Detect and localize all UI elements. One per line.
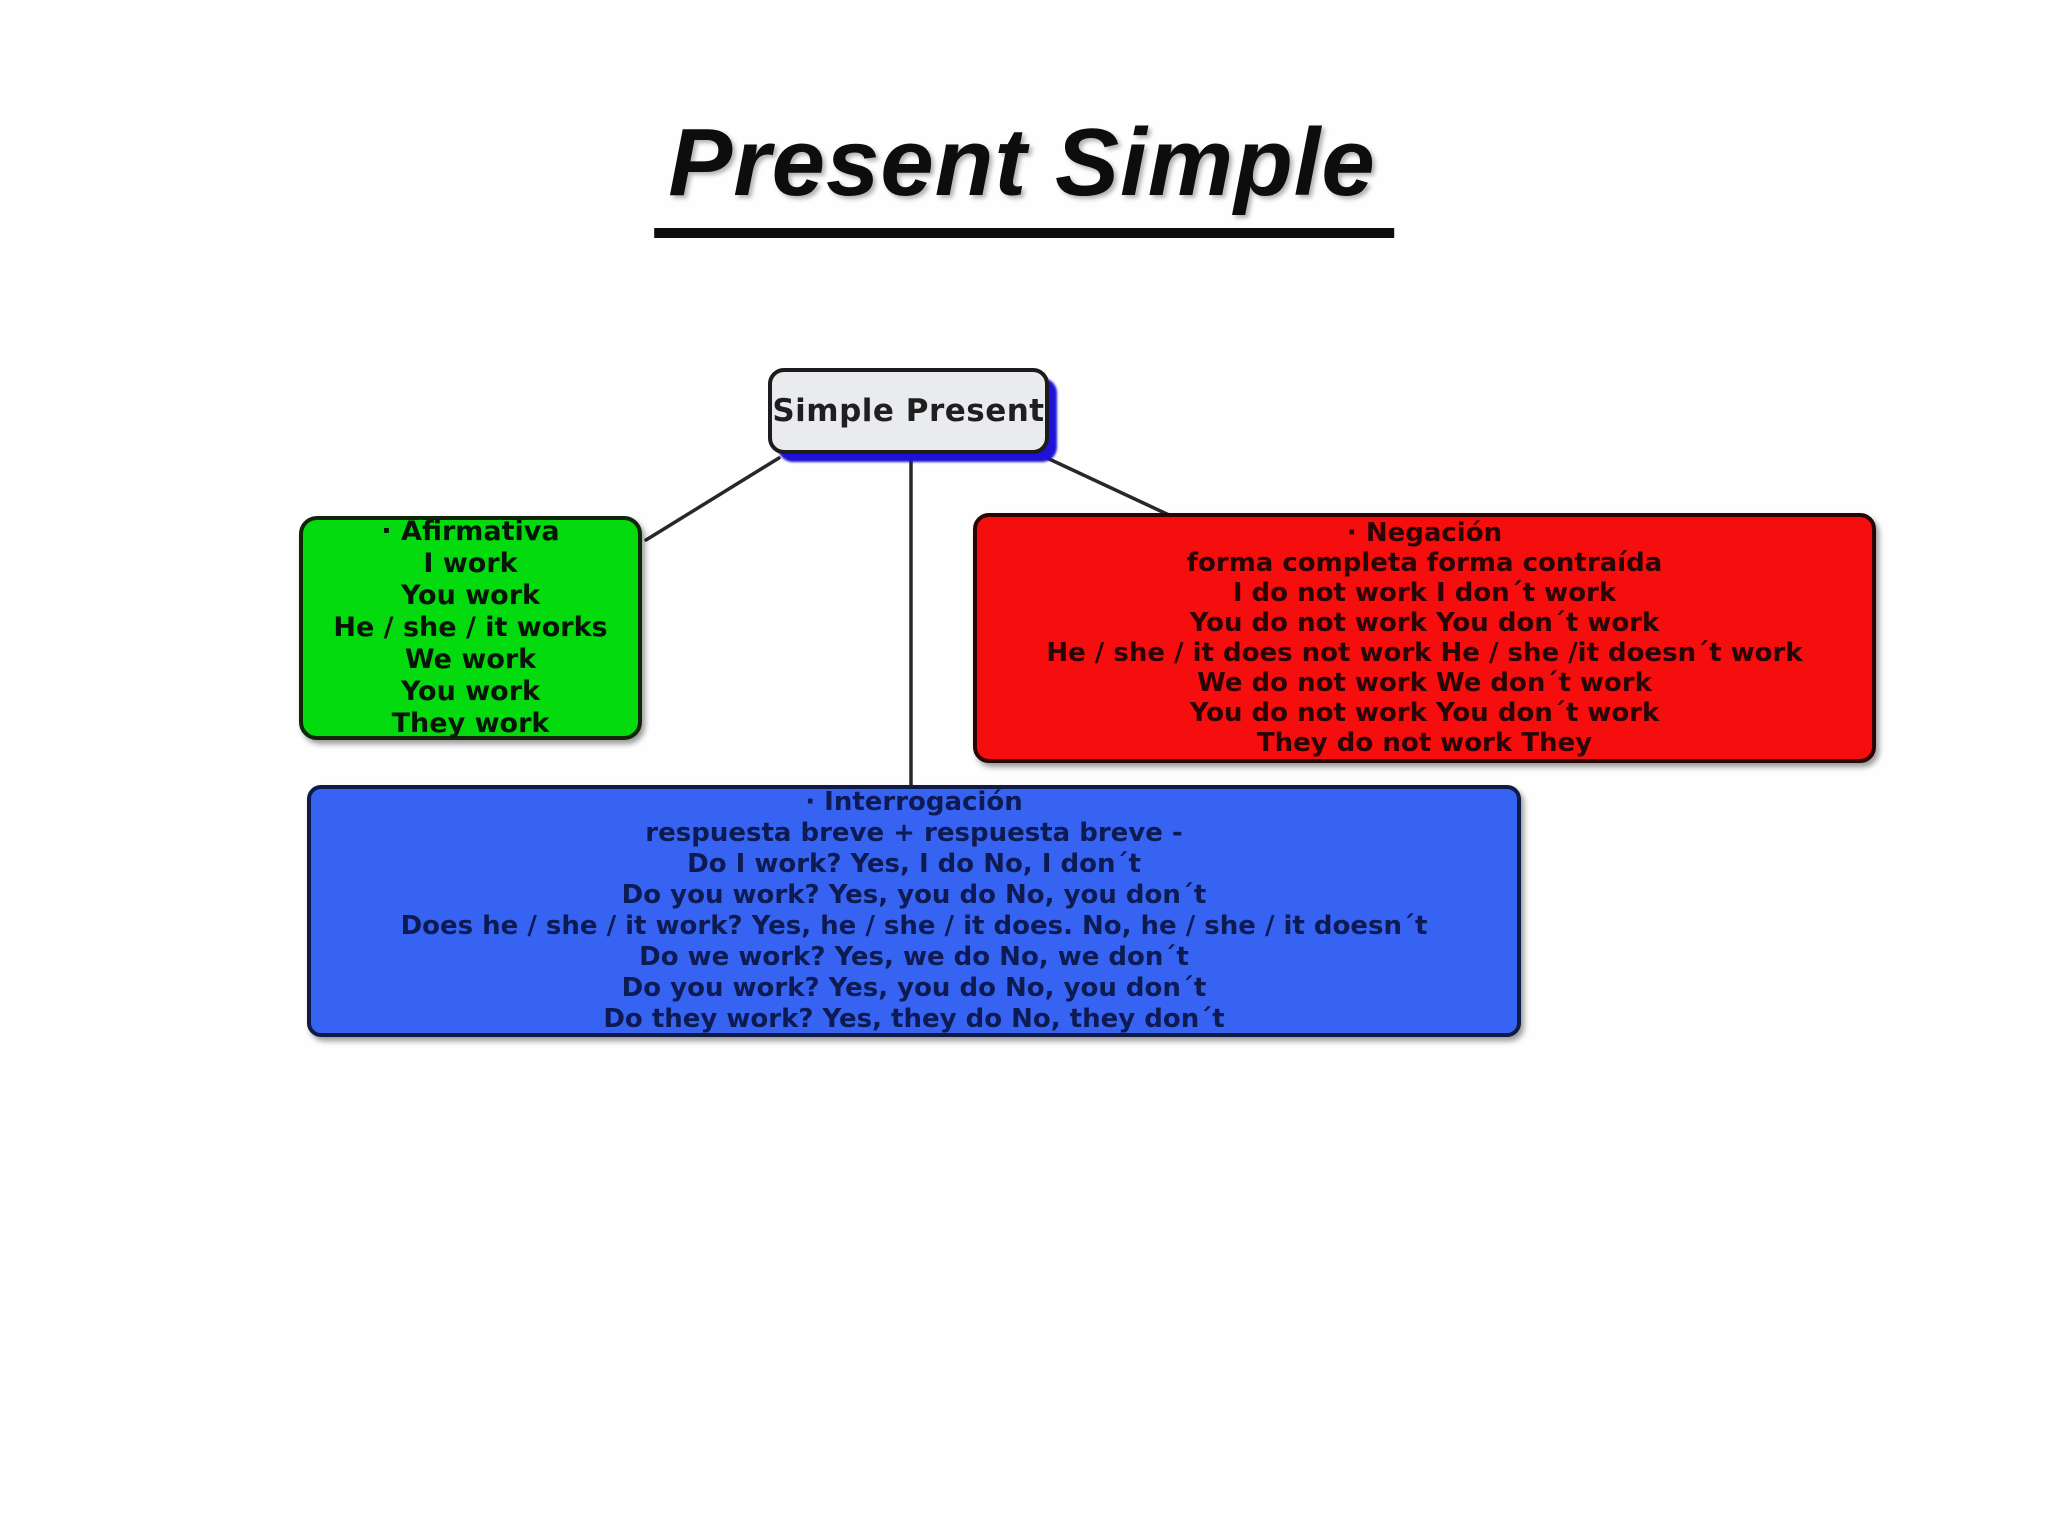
text-line: They do not work They [1256, 728, 1593, 758]
page-title: Present Simple [654, 108, 1394, 238]
node-interrogacion: · Interrogación respuesta breve + respue… [307, 785, 1521, 1037]
text-line: Do you work? Yes, you do No, you don´t [621, 880, 1207, 910]
node-afirmativa: · Afirmativa I work You work He / she / … [299, 516, 642, 740]
text-line: Do you work? Yes, you do No, you don´t [621, 973, 1207, 1003]
text-line: You do not work You don´t work [1189, 698, 1660, 728]
text-line: forma completa forma contraída [1186, 548, 1663, 578]
text-line: He / she / it works [333, 612, 608, 643]
text-line: He / she / it does not work He / she /it… [1046, 638, 1803, 668]
afirmativa-heading: · Afirmativa [381, 516, 560, 547]
text-line: I do not work I don´t work [1232, 578, 1617, 608]
negacion-heading: · Negación [1346, 518, 1503, 548]
text-line: You work [400, 676, 540, 707]
connector-root-to-negation [1045, 456, 1171, 517]
text-line: They work [391, 708, 550, 739]
text-line: We work [404, 644, 537, 675]
interrogacion-heading: · Interrogación [805, 787, 1023, 817]
text-line: You work [400, 580, 540, 611]
text-line: Do they work? Yes, they do No, they don´… [603, 1004, 1225, 1034]
node-simple-present: Simple Present [768, 368, 1049, 454]
text-line: Do I work? Yes, I do No, I don´t [687, 849, 1141, 879]
text-line: We do not work We don´t work [1197, 668, 1652, 698]
text-line: respuesta breve + respuesta breve - [645, 818, 1183, 848]
text-line: You do not work You don´t work [1189, 608, 1660, 638]
connector-root-to-affirmative [644, 456, 781, 542]
text-line: I work [423, 548, 518, 579]
node-simple-present-label: Simple Present [772, 393, 1045, 429]
text-line: Does he / she / it work? Yes, he / she /… [400, 911, 1428, 941]
node-negacion: · Negación forma completa forma contraíd… [973, 513, 1876, 763]
text-line: Do we work? Yes, we do No, we don´t [639, 942, 1189, 972]
